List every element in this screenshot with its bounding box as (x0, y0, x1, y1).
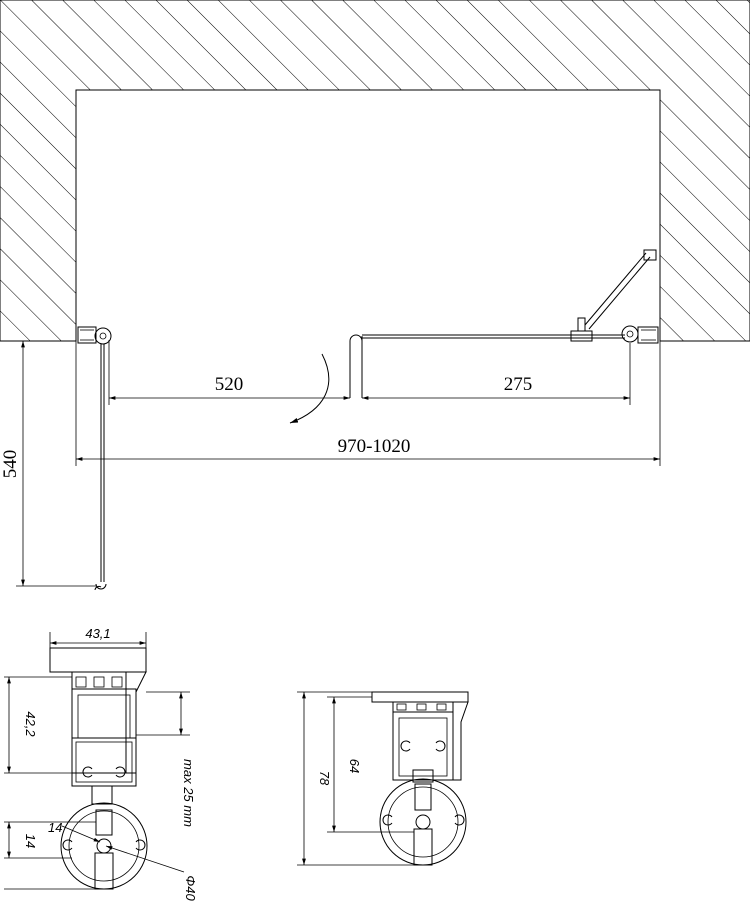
right-wall-profile (621, 325, 659, 344)
fixed-panel-left-end (349, 334, 363, 398)
dimension-42-2: 42,2 (4, 676, 72, 774)
left-wall-profile (77, 326, 112, 345)
profile-detail-right (371, 691, 469, 866)
dimension-14-inner: 14 (48, 820, 101, 843)
dimension-520-label: 520 (215, 374, 244, 395)
dimension-43-1: 43,1 (49, 626, 147, 648)
dimension-diameter-label: Φ40 (183, 875, 198, 901)
dimension-64: 64 (327, 696, 414, 833)
dimension-275: 275 (362, 343, 631, 405)
dimension-14-inner-label: 14 (48, 820, 62, 835)
dimension-64-label: 64 (347, 759, 362, 773)
dimension-43-1-label: 43,1 (85, 626, 110, 641)
hinged-door-panel (94, 344, 107, 591)
dimension-42-2-label: 42,2 (23, 711, 38, 737)
dimension-275-label: 275 (504, 374, 533, 395)
door-swing-arrow (289, 353, 330, 424)
niche-outline (75, 89, 661, 341)
dimension-total-width: 970-1020 (75, 341, 661, 466)
dimension-diameter-40: Φ40 (4, 845, 198, 901)
dimension-520: 520 (108, 340, 350, 405)
dimension-14-offset-label: 14 (23, 834, 38, 848)
dimension-max-25mm: max 25 mm (136, 691, 196, 827)
wall-hatched (0, 0, 750, 342)
dimension-78: 78 (297, 691, 423, 866)
fixed-glass-panel (362, 317, 625, 342)
dimension-540: 540 (0, 340, 96, 587)
dimension-total-label: 970-1020 (338, 436, 411, 457)
dimension-max-25mm-label: max 25 mm (181, 759, 196, 827)
dimension-540-label: 540 (0, 450, 21, 479)
dimension-78-label: 78 (317, 771, 332, 786)
dimension-14-offset: 14 (4, 821, 96, 859)
stabilizer-bar (584, 249, 657, 330)
profile-detail-left (49, 647, 148, 890)
